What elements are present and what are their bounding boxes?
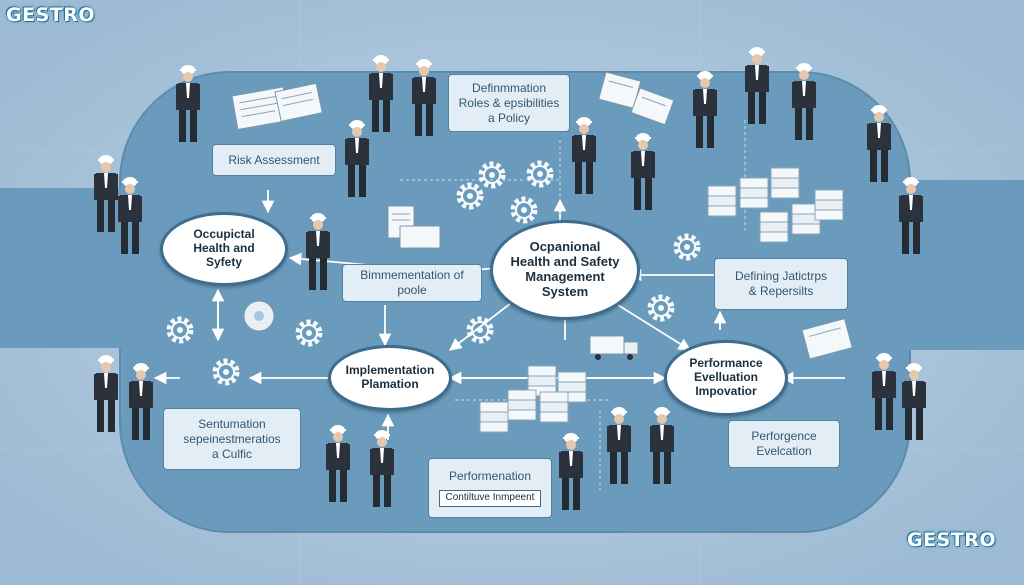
- document-icon: [399, 225, 441, 249]
- sentumation-box: Sentumation sepeinestmeratios a Culfic: [163, 408, 301, 470]
- occupational-line2: Health and: [193, 241, 255, 256]
- brand-logo-bottom: GESTRO: [906, 529, 996, 551]
- file-stack-icon: [479, 401, 509, 433]
- document-icon: [231, 86, 290, 131]
- file-stack-icon: [707, 185, 737, 217]
- performenation-line1: Performenation: [448, 469, 532, 484]
- defining-line1: Defining Jatictrps: [734, 269, 828, 283]
- occupational-node: Occupictal Health and Syfety: [160, 212, 288, 286]
- implementation-line2: Plamation: [361, 377, 419, 391]
- center-line1: Ocpanional: [529, 239, 601, 255]
- document-icon: [630, 87, 675, 126]
- occupational-line1: Occupictal: [193, 227, 255, 242]
- risk-assessment-label: Risk Assessment: [228, 152, 320, 167]
- file-stack-icon: [739, 177, 769, 209]
- performance-line1: Performance: [689, 356, 763, 371]
- implementation-line1: Implementation: [345, 363, 435, 378]
- sentumation-line3: a Culfic: [211, 446, 252, 461]
- continuous-improvement-label: Contiltuve Inmpeent: [438, 490, 542, 507]
- truck-icon: [589, 335, 639, 360]
- file-stack-icon: [507, 389, 537, 421]
- sentumation-line2: sepeinestmeratios: [183, 431, 281, 446]
- risk-assessment-box: Risk Assessment: [212, 144, 336, 176]
- performenation-box: Performenation Contiltuve Inmpeent: [428, 458, 552, 518]
- definition-box: Definmmation Roles & epsibilities a Poli…: [448, 74, 570, 132]
- file-stack-icon: [539, 391, 569, 423]
- disc-icon: [243, 300, 275, 332]
- implementation-node: Implementation Plamation: [328, 345, 452, 411]
- brand-logo-top: GESTRO: [6, 4, 96, 26]
- perforgence-line2: Evelcation: [756, 444, 812, 458]
- definition-line1: Definmmation: [471, 80, 547, 95]
- track-left-band: [0, 188, 140, 348]
- document-icon: [801, 317, 853, 360]
- defining-line2: & Repersilts: [748, 284, 814, 298]
- perforgence-box: Perforgence Evelcation: [728, 420, 840, 468]
- performance-node: Performance Evelluation Impovatior: [664, 340, 788, 416]
- file-stack-icon: [770, 167, 800, 199]
- center-node: Ocpanional Health and Safety Management …: [490, 220, 640, 320]
- performance-line3: Impovatior: [695, 383, 757, 398]
- center-line2: Health and Safety: [510, 254, 620, 270]
- defining-box: Defining Jatictrps & Repersilts: [714, 258, 848, 310]
- file-stack-icon: [814, 189, 844, 221]
- center-line4: System: [541, 283, 589, 299]
- document-icons: [231, 71, 853, 360]
- sentumation-line1: Sentumation: [198, 416, 266, 431]
- bimplementation-line1: Bimmementation of: [360, 268, 464, 282]
- occupational-line3: Syfety: [205, 254, 243, 269]
- file-stack-icon: [759, 211, 789, 243]
- document-icon: [274, 82, 323, 122]
- perforgence-line1: Perforgence: [751, 429, 817, 443]
- bimplementation-box: Bimmementation of poole: [342, 264, 482, 302]
- definition-line2: Roles & epsibilities: [458, 95, 560, 110]
- performance-line2: Evelluation: [693, 370, 758, 385]
- center-line3: Management: [525, 269, 605, 284]
- definition-line3: a Policy: [487, 110, 531, 125]
- bimplementation-line2: poole: [397, 283, 427, 297]
